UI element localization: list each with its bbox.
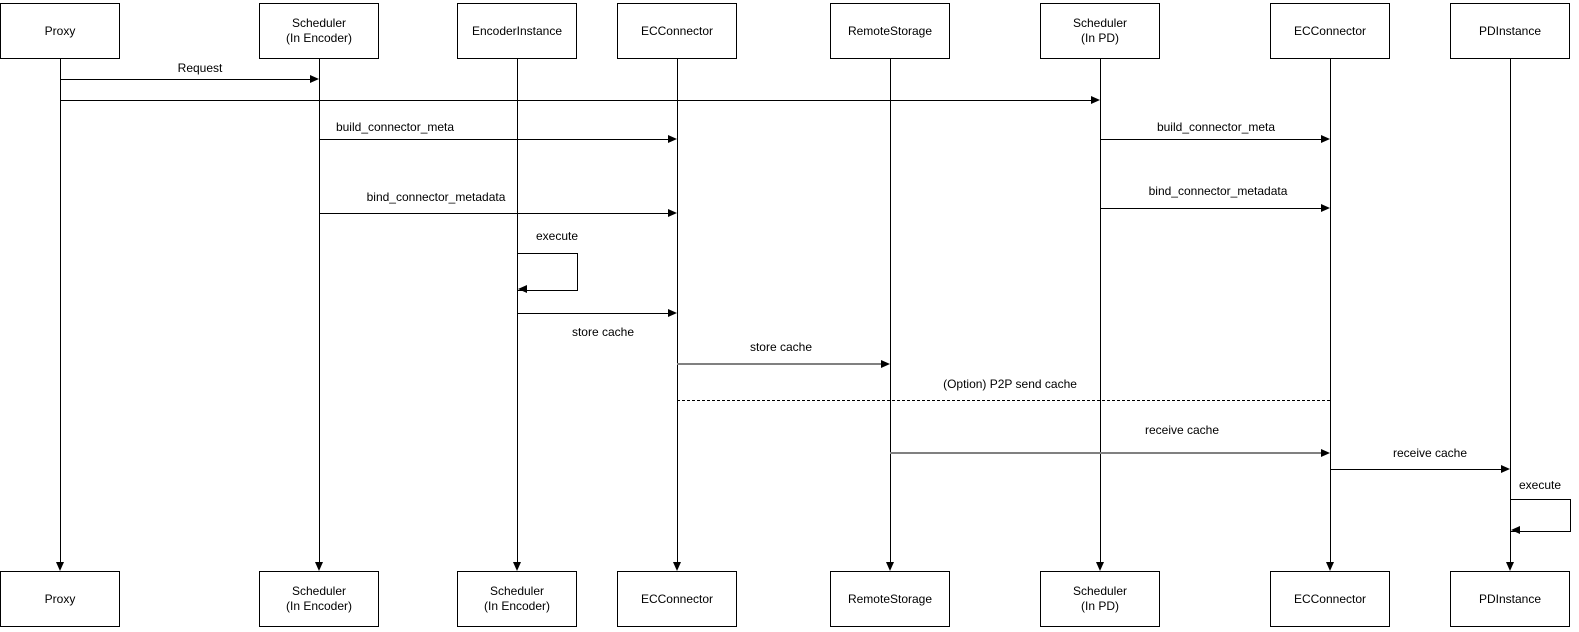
lifeline-scheduler-in-encoder (319, 59, 320, 562)
arrowhead-icon (668, 209, 677, 217)
actor-top-remote-storage: RemoteStorage (830, 3, 950, 59)
message-label: build_connector_meta (1154, 120, 1278, 134)
arrowhead-icon (1091, 96, 1100, 104)
actor-bottom-remote-storage: RemoteStorage (830, 571, 950, 627)
lifeline-remote-storage (890, 59, 891, 562)
arrowhead-icon (1321, 135, 1330, 143)
actor-bottom-ec-connector-pd: ECConnector (1270, 571, 1390, 627)
actor-label: EncoderInstance (471, 23, 563, 38)
arrowhead-icon (56, 562, 64, 571)
message-label: receive cache (1142, 423, 1222, 437)
actor-label: Scheduler (In PD) (1072, 16, 1128, 45)
message-line (60, 100, 1091, 101)
actor-bottom-scheduler-in-encoder-2: Scheduler (In Encoder) (457, 571, 577, 627)
actor-bottom-proxy: Proxy (0, 571, 120, 627)
message-line (890, 452, 1321, 454)
message-label: store cache (569, 325, 637, 339)
arrowhead-icon (1321, 449, 1330, 457)
actor-label: ECConnector (640, 23, 714, 38)
message-line (1330, 469, 1501, 470)
arrowhead-icon (668, 135, 677, 143)
actor-label: ECConnector (1293, 591, 1367, 606)
actor-label: Scheduler (In Encoder) (483, 584, 551, 613)
actor-label: RemoteStorage (847, 23, 933, 38)
actor-top-scheduler-in-pd: Scheduler (In PD) (1040, 3, 1160, 59)
actor-label: Proxy (44, 23, 76, 38)
actor-bottom-scheduler-in-encoder: Scheduler (In Encoder) (259, 571, 379, 627)
actor-top-encoder-instance: EncoderInstance (457, 3, 577, 59)
message-label: execute (1516, 478, 1564, 492)
arrowhead-icon (1096, 562, 1104, 571)
lifeline-ec-connector-pd (1330, 59, 1331, 562)
arrowhead-icon (881, 360, 890, 368)
message-label: (Option) P2P send cache (941, 377, 1079, 391)
actor-label: Proxy (44, 591, 76, 606)
message-line (60, 79, 310, 80)
lifeline-encoder-instance (517, 59, 518, 562)
actor-bottom-scheduler-in-pd: Scheduler (In PD) (1040, 571, 1160, 627)
message-line (319, 213, 668, 214)
actor-top-proxy: Proxy (0, 3, 120, 59)
arrowhead-icon (518, 285, 527, 293)
arrowhead-icon (315, 562, 323, 571)
arrowhead-icon (1321, 204, 1330, 212)
actor-label: PDInstance (1478, 591, 1542, 606)
actor-bottom-ec-connector-encoder: ECConnector (617, 571, 737, 627)
arrowhead-icon (513, 562, 521, 571)
arrowhead-icon (1326, 562, 1334, 571)
lifeline-scheduler-in-pd (1100, 59, 1101, 562)
arrowhead-icon (1511, 526, 1520, 534)
actor-top-ec-connector-encoder: ECConnector (617, 3, 737, 59)
arrowhead-icon (668, 309, 677, 317)
lifeline-pd-instance (1510, 59, 1511, 562)
arrowhead-icon (886, 562, 894, 571)
message-line (517, 313, 668, 314)
message-line (677, 363, 881, 365)
message-label: execute (533, 229, 581, 243)
message-label: bind_connector_metadata (1146, 184, 1290, 198)
message-label: bind_connector_metadata (364, 190, 508, 204)
message-label: build_connector_meta (333, 120, 457, 134)
actor-label: Scheduler (In Encoder) (285, 16, 353, 45)
message-line (1100, 208, 1321, 209)
actor-label: Scheduler (In Encoder) (285, 584, 353, 613)
arrowhead-icon (673, 562, 681, 571)
actor-top-ec-connector-pd: ECConnector (1270, 3, 1390, 59)
arrowhead-icon (1506, 562, 1514, 571)
message-line (1100, 139, 1321, 140)
lifeline-proxy (60, 59, 61, 562)
message-label: Request (175, 61, 225, 75)
message-line (677, 400, 1330, 401)
actor-top-scheduler-in-encoder: Scheduler (In Encoder) (259, 3, 379, 59)
arrowhead-icon (1501, 465, 1510, 473)
actor-label: RemoteStorage (847, 591, 933, 606)
actor-bottom-pd-instance: PDInstance (1450, 571, 1570, 627)
self-message-loop (1510, 499, 1571, 532)
actor-label: ECConnector (1293, 23, 1367, 38)
actor-top-pd-instance: PDInstance (1450, 3, 1570, 59)
arrowhead-icon (310, 75, 319, 83)
message-line (319, 139, 668, 140)
message-label: receive cache (1390, 446, 1470, 460)
self-message-loop (517, 253, 578, 291)
actor-label: Scheduler (In PD) (1072, 584, 1128, 613)
actor-label: ECConnector (640, 591, 714, 606)
lifeline-ec-connector-encoder (677, 59, 678, 562)
actor-label: PDInstance (1478, 23, 1542, 38)
message-label: store cache (747, 340, 815, 354)
